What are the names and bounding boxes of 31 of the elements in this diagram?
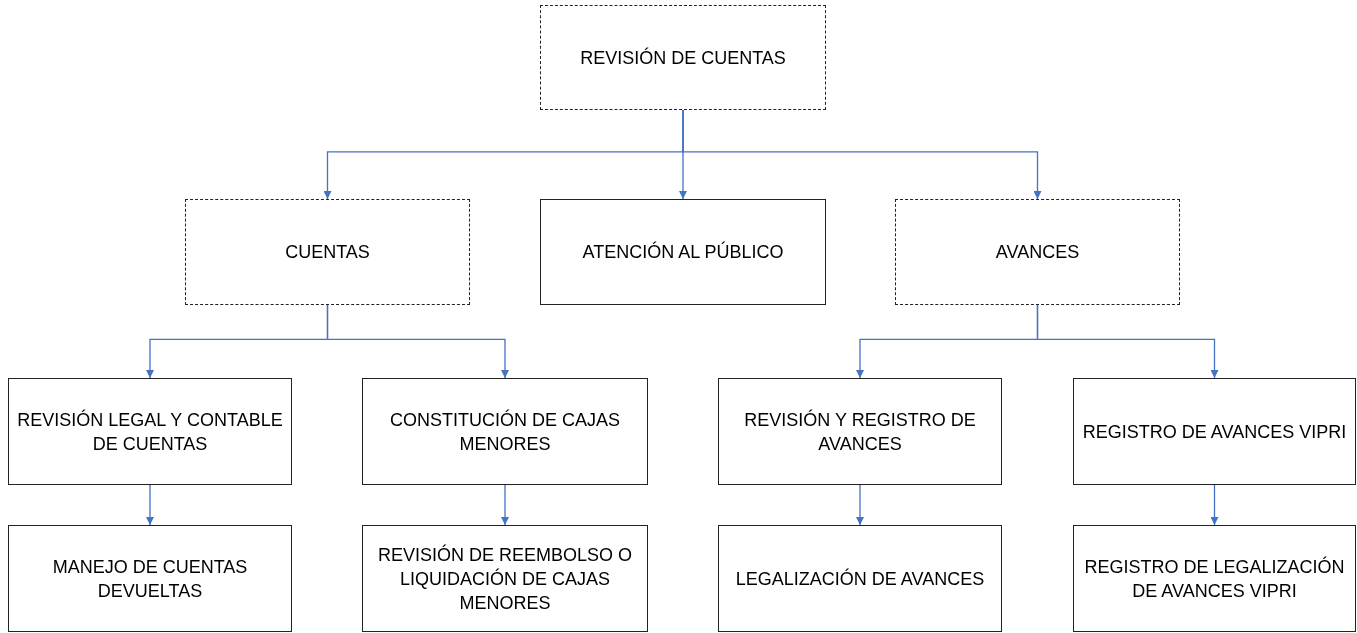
box-label: CUENTAS bbox=[285, 241, 370, 264]
connector-arrow bbox=[1036, 304, 1219, 379]
org-box bbox=[1073, 378, 1356, 485]
box-label: ATENCIÓN AL PÚBLICO bbox=[582, 240, 784, 264]
box-label: REVISIÓN DE REEMBOLSO O LIQUIDACIÓN DE CAJAS MENORES bbox=[376, 543, 634, 615]
org-box bbox=[362, 378, 648, 485]
org-box bbox=[895, 199, 1180, 305]
connector-arrow bbox=[1210, 484, 1219, 526]
box-label: LEGALIZACIÓN DE AVANCES bbox=[735, 567, 985, 591]
box-label: REVISIÓN Y REGISTRO DE AVANCES bbox=[743, 408, 977, 456]
org-box bbox=[718, 378, 1002, 485]
connector-arrow bbox=[326, 304, 509, 379]
box-label: REGISTRO DE LEGALIZACIÓN DE AVANCES VIPRI bbox=[1083, 555, 1346, 603]
box-label: CONSTITUCIÓN DE CAJAS MENORES bbox=[389, 408, 621, 456]
box-label: REVISIÓN LEGAL Y CONTABLE DE CUENTAS bbox=[17, 408, 283, 456]
org-box bbox=[362, 525, 648, 632]
org-box bbox=[8, 525, 292, 632]
box-label: MANEJO DE CUENTAS DEVUELTAS bbox=[51, 555, 249, 603]
org-box bbox=[8, 378, 292, 485]
connector-arrow bbox=[856, 484, 864, 526]
box-label: AVANCES bbox=[995, 241, 1080, 264]
org-box bbox=[540, 5, 826, 110]
org-box bbox=[718, 525, 1002, 632]
box-label: REGISTRO DE AVANCES VIPRI bbox=[1082, 420, 1347, 444]
connector-arrow bbox=[146, 484, 154, 526]
org-box bbox=[185, 199, 470, 305]
connector-arrow bbox=[682, 109, 1042, 200]
org-box bbox=[540, 199, 826, 305]
org-box bbox=[1073, 525, 1356, 632]
connector-arrow bbox=[501, 484, 509, 526]
box-label: REVISIÓN DE CUENTAS bbox=[580, 46, 786, 70]
